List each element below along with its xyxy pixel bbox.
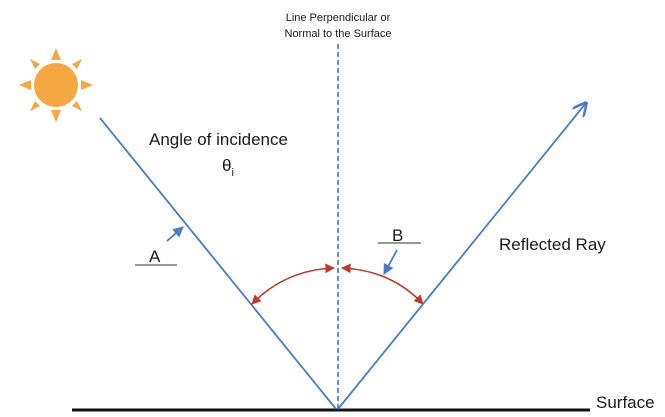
theta-symbol: θi (222, 156, 234, 179)
label-b-pointer-arrow (383, 249, 398, 275)
normal-line-label-2: Normal to the Surface (285, 28, 392, 40)
label-a: A (149, 247, 161, 266)
reflected-ray-label: Reflected Ray (499, 235, 606, 254)
label-b: B (392, 226, 403, 245)
surface-label: Surface (596, 393, 655, 412)
label-a-pointer-arrow (166, 226, 184, 242)
angle-of-incidence-label: Angle of incidence (149, 130, 288, 149)
sun-icon (19, 48, 93, 122)
reflected-ray-line (337, 103, 586, 410)
incident-ray (99, 117, 337, 410)
theta-subscript: i (231, 167, 233, 179)
reflection-angle-arc (341, 263, 424, 305)
incidence-angle-arc (251, 263, 335, 305)
theta-glyph: θ (222, 156, 231, 175)
normal-line-label-1: Line Perpendicular or (286, 12, 391, 24)
